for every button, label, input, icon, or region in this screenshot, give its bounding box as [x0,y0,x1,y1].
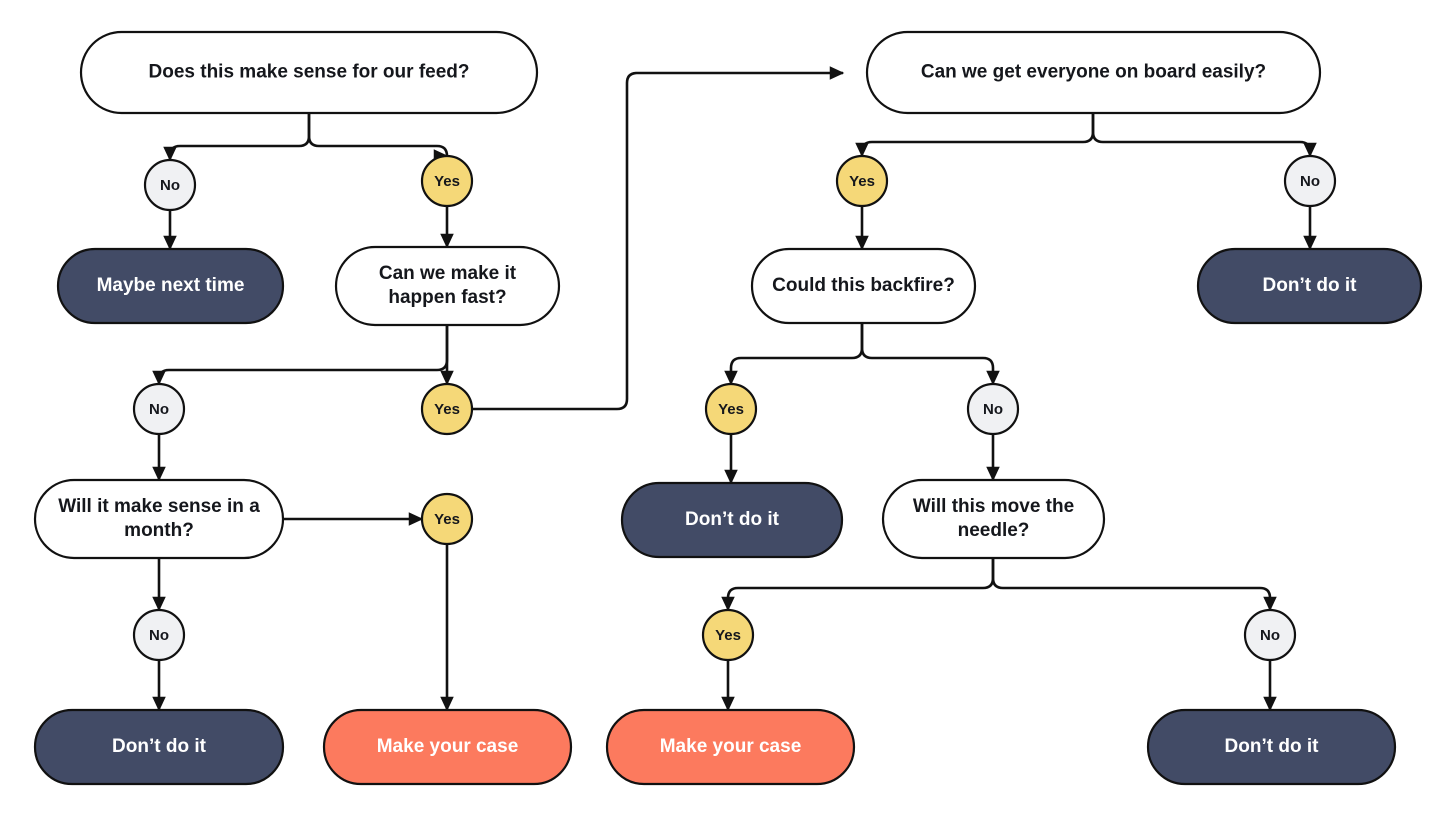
flow-edge [991,558,1277,612]
branch-badge-yes-b-yes-1[interactable]: Yes [420,154,474,208]
edge-layer [152,66,1317,712]
outcome-node-t-dont-4[interactable]: Don’t do it [1146,708,1397,786]
outcome-node-t-dont-3[interactable]: Don’t do it [33,708,285,786]
decision-node-q-feed[interactable]: Does this make sense for our feed? [79,30,539,115]
branch-badge-yes-b-yes-4[interactable]: Yes [704,382,758,436]
branch-badge-no-b-no-2[interactable]: No [1283,154,1337,208]
node-shape [322,708,573,786]
badge-shape [1283,154,1337,208]
flow-edge [855,113,1095,158]
branch-badge-no-b-no-4[interactable]: No [966,382,1020,436]
flow-edge [1091,113,1317,158]
node-shape [750,247,977,325]
node-shape [334,245,561,327]
badge-shape [143,158,197,212]
decision-node-q-onboard[interactable]: Can we get everyone on board easily? [865,30,1322,115]
branch-badge-yes-b-yes-6[interactable]: Yes [701,608,755,662]
branch-badge-no-b-no-3[interactable]: No [132,382,186,436]
badge-shape [704,382,758,436]
node-shape [33,478,285,560]
flow-edge [860,323,1000,386]
badge-shape [420,154,474,208]
node-shape [33,708,285,786]
node-shape [865,30,1322,115]
badge-shape [420,382,474,436]
branch-badge-no-b-no-6[interactable]: No [1243,608,1297,662]
badge-shape [132,608,186,662]
badge-shape [1243,608,1297,662]
node-shape [79,30,539,115]
node-shape [620,481,844,559]
outcome-node-t-make-2[interactable]: Make your case [605,708,856,786]
flow-edge [724,323,864,386]
node-shape [605,708,856,786]
flow-edge [721,558,995,612]
node-shape [1146,708,1397,786]
branch-badge-no-b-no-1[interactable]: No [143,158,197,212]
flow-edge [163,113,311,162]
node-shape [56,247,285,325]
flow-edge [307,113,454,158]
branch-badge-yes-b-yes-5[interactable]: Yes [420,492,474,546]
outcome-node-t-dont-1[interactable]: Don’t do it [1196,247,1423,325]
badge-shape [420,492,474,546]
node-shape [881,478,1106,560]
branch-badge-no-b-no-5[interactable]: No [132,608,186,662]
branch-badge-yes-b-yes-2[interactable]: Yes [835,154,889,208]
decision-node-q-backfire[interactable]: Could this backfire? [750,247,977,325]
flow-edge [472,66,845,411]
outcome-node-t-make-1[interactable]: Make your case [322,708,573,786]
badge-shape [132,382,186,436]
outcome-node-t-maybe[interactable]: Maybe next time [56,247,285,325]
node-shape [1196,247,1423,325]
branch-badge-yes-b-yes-3[interactable]: Yes [420,382,474,436]
flow-edge [152,325,449,386]
badge-shape [835,154,889,208]
badge-shape [966,382,1020,436]
outcome-node-t-dont-2[interactable]: Don’t do it [620,481,844,559]
badge-shape [701,608,755,662]
